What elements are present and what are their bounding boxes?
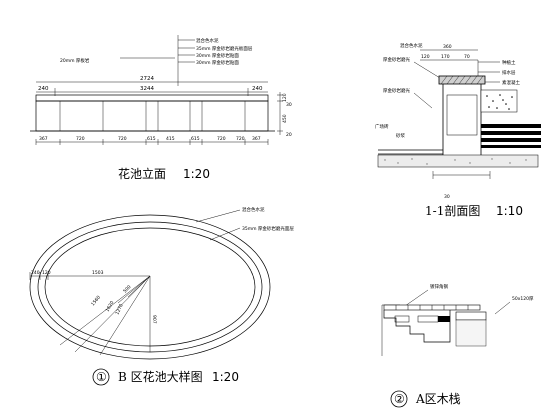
- section-scale: 1:10: [496, 204, 523, 218]
- dim-right-1: 120: [282, 93, 288, 102]
- section-right-1: 种植土: [502, 59, 516, 66]
- plan-outer-ellipse: [29, 214, 271, 360]
- plan-dim-7: 500: [122, 284, 132, 294]
- dim-right-3: 450: [282, 114, 288, 123]
- plan-note-2: 35mm 厚金砂岩磨光面层: [242, 225, 294, 232]
- dim-bottom-6: 615: [191, 136, 200, 142]
- dim-top-right: 240: [252, 86, 263, 92]
- dim-right-2: 30: [286, 102, 292, 108]
- dim-top-mid: 3244: [140, 86, 154, 92]
- section-label-1: 混合色水泥: [400, 42, 423, 49]
- elevation-note-5: 30mm 厚金砂岩贴面: [196, 59, 239, 66]
- dim-bottom-1: 367: [39, 136, 48, 142]
- plan-dim-2: 120: [42, 270, 51, 276]
- dim-bottom-4: 615: [147, 136, 156, 142]
- section-wall: [442, 81, 482, 161]
- elevation-note-3: 35mm 厚金砂岩磨光板面层: [196, 45, 253, 52]
- section-label-4: 广场砖: [375, 123, 389, 130]
- dim-top-overall: 2724: [140, 76, 154, 82]
- section-label-5: 砂浆: [396, 132, 405, 139]
- section-right-2: 排水层: [502, 69, 516, 76]
- planting-soil: [480, 89, 518, 113]
- section-dim-5: 30: [444, 194, 450, 200]
- boardwalk-title: A区木栈: [415, 391, 461, 406]
- plan-number: ①: [96, 370, 107, 384]
- concrete-base: [377, 154, 539, 168]
- plan-dim-4: 1560: [90, 295, 102, 308]
- dim-right-4: 20: [286, 132, 292, 138]
- dim-bottom-5: 415: [166, 136, 175, 142]
- section-dim-1: 360: [443, 44, 452, 50]
- dim-bottom-8: 720: [236, 136, 245, 142]
- drainage-layer-1: [481, 124, 541, 128]
- dim-top-left: 240: [38, 86, 49, 92]
- boardwalk-detail-marker: [390, 390, 408, 408]
- section-right-3: 素混凝土: [502, 79, 520, 86]
- dim-bottom-3: 720: [118, 136, 127, 142]
- coping-stone: [35, 94, 269, 102]
- section-title: 1-1剖面图: [425, 204, 480, 218]
- plan-dim-6: 1270: [114, 303, 124, 316]
- boardwalk-label-1: 镀锌角钢: [430, 283, 448, 290]
- plan-dim-3: 1503: [92, 270, 104, 276]
- plan-dim-5: 1620: [105, 300, 116, 313]
- flower-bed-plan: 混合色水泥 35mm 厚金砂岩磨光面层 240 120 1503 1560 16…: [29, 206, 294, 386]
- dim-bottom-9: 367: [252, 136, 261, 142]
- section-label-3: 厚金砂岩磨光: [383, 87, 410, 94]
- boardwalk-detail: 镀锌角钢 50x120厚 ② A区木栈: [381, 283, 534, 408]
- section-label-2: 厚金砂岩磨光: [383, 56, 410, 63]
- plan-title: B 区花池大样图: [118, 369, 203, 384]
- elevation-scale: 1:20: [183, 167, 210, 181]
- elevation-note-1: 20mm 厚板岩: [60, 57, 90, 64]
- boardwalk-number: ②: [394, 392, 405, 406]
- section-dim-2: 120: [421, 54, 430, 60]
- flower-bed-elevation: 20mm 厚板岩 混合色水泥 35mm 厚金砂岩磨光板面层 30mm 厚金砂岩贴…: [30, 35, 292, 181]
- plan-dim-1: 240: [31, 270, 40, 276]
- section-dim-3: 170: [441, 54, 450, 60]
- dim-bottom-2: 720: [76, 136, 85, 142]
- plan-detail-marker: [92, 368, 110, 386]
- dim-bottom-7: 720: [217, 136, 226, 142]
- section-1-1: 360 120 170 70 30 混合色水泥 厚金砂岩磨光 厚金砂岩磨光 广场…: [375, 42, 541, 218]
- elevation-title: 花池立面: [118, 166, 166, 181]
- plan-note-1: 混合色水泥: [242, 206, 265, 213]
- plan-scale: 1:20: [212, 370, 239, 384]
- wall-body: [35, 100, 269, 132]
- elevation-note-2: 混合色水泥: [196, 37, 219, 44]
- plan-dim-8: 907: [151, 315, 157, 324]
- section-dim-4: 70: [464, 54, 470, 60]
- elevation-note-4: 30mm 厚金砂岩贴面: [196, 52, 239, 59]
- boardwalk-label-2: 50x120厚: [512, 296, 534, 302]
